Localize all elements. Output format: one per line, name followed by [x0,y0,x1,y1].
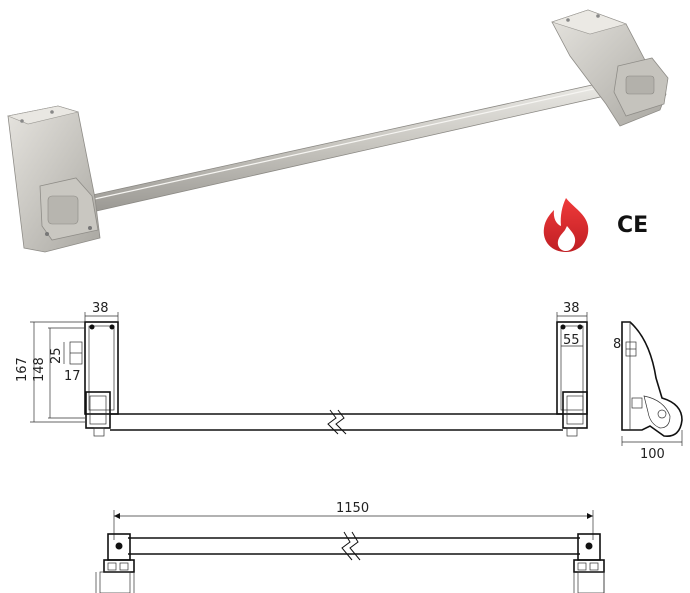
front-view-drawing [30,312,588,437]
dim-side-8: 8 [613,337,621,352]
dim-right-55: 55 [563,333,580,348]
dim-width-right: 38 [563,301,580,316]
product-photo [6,9,669,253]
side-view-drawing [621,321,683,446]
dim-height-inner: 148 [32,357,47,382]
fire-icon [543,198,589,252]
dim-width-left: 38 [92,301,109,316]
dim-slot-25: 25 [49,347,64,364]
dim-length: 1150 [336,501,369,516]
ce-mark: CE [617,213,648,238]
dim-side-depth: 100 [640,447,665,462]
left-mechanism-housing [6,105,101,253]
dim-height-overall: 167 [15,357,30,382]
right-mechanism-housing [551,9,669,127]
dim-slot-17: 17 [64,369,81,384]
bottom-view-drawing [95,510,605,593]
